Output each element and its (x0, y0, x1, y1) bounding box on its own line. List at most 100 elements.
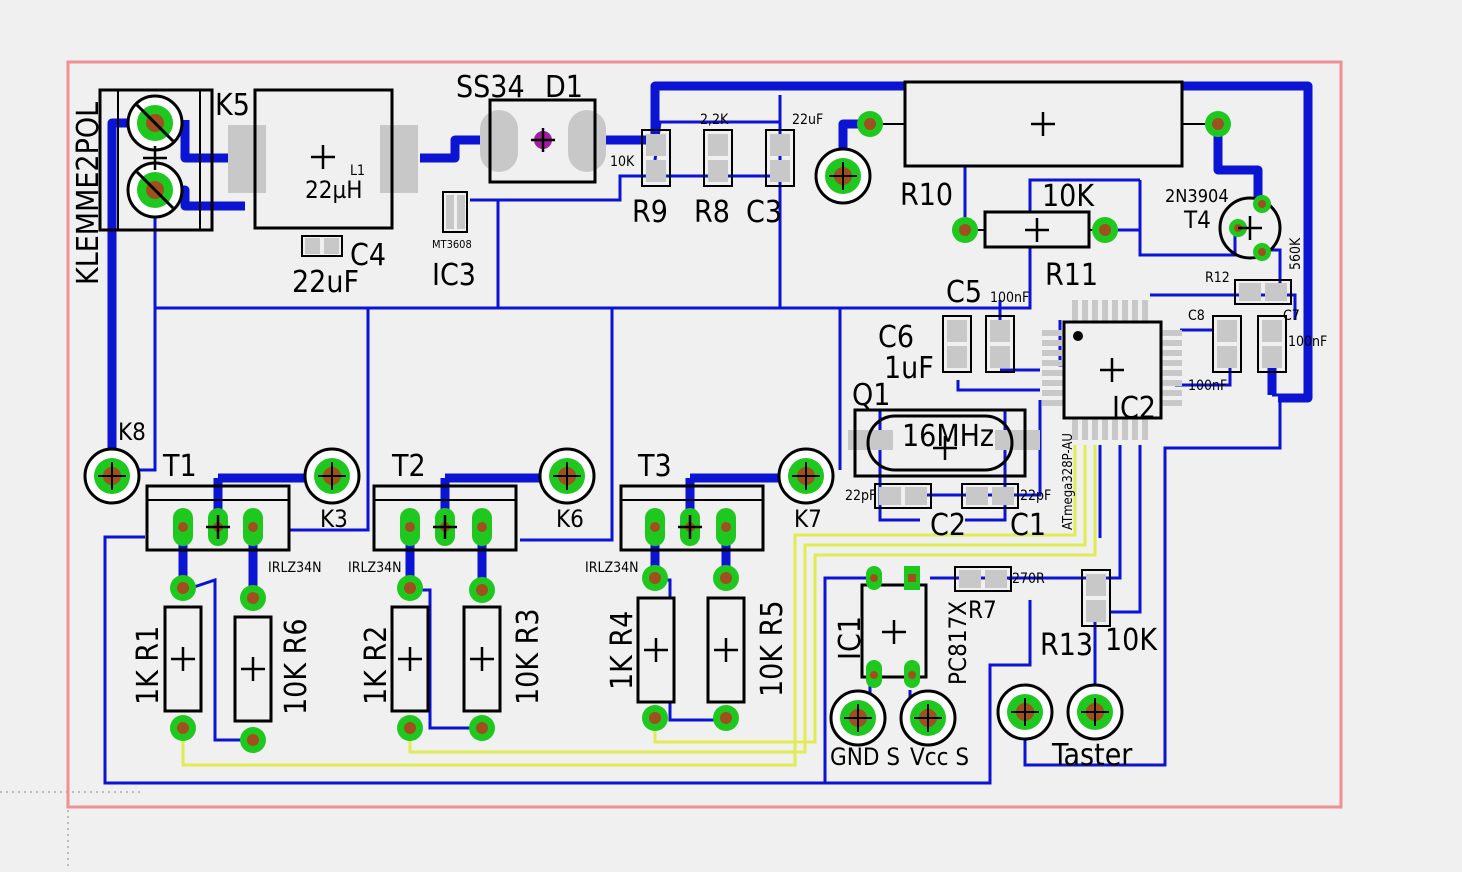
c2-value: 22pF (845, 488, 876, 504)
smd-r9 (641, 129, 671, 187)
r7-name: R7 (968, 596, 997, 624)
mosfet-t1 (145, 484, 291, 552)
smd-r8 (703, 129, 733, 187)
klemme-label: KLEMME2POL (71, 102, 106, 285)
d1-part: SS34 (456, 70, 525, 105)
k5-label: K5 (215, 88, 250, 123)
r3-label: 10K R3 (511, 608, 546, 705)
inductor-l1 (228, 88, 418, 230)
c8-value: 100nF (1188, 378, 1227, 394)
t1-part: IRLZ34N (268, 560, 322, 576)
t4-name: T4 (1183, 206, 1211, 234)
k3-label: K3 (320, 505, 348, 533)
jumper-wires (181, 445, 1097, 767)
ic1-optocoupler (860, 566, 928, 688)
q1-name: Q1 (852, 378, 890, 413)
r7-value: 270R (1012, 571, 1045, 587)
r13-name: R13 (1040, 628, 1093, 663)
t4-part: 2N3904 (1165, 186, 1229, 207)
c4-value: 22uF (292, 265, 359, 300)
diode-d1 (480, 98, 606, 184)
r11-name: R11 (1045, 258, 1098, 293)
t1-label: T1 (162, 449, 197, 484)
k7-label: K7 (794, 505, 822, 533)
pad-k8 (83, 447, 141, 505)
ic3-regulator (442, 191, 468, 233)
t2-part: IRLZ34N (348, 560, 402, 576)
pad-k3 (303, 447, 361, 505)
pad-vcc-s (899, 689, 957, 747)
ic2-microcontroller (1042, 300, 1182, 440)
pad-gnd-s (829, 689, 887, 747)
r9-value: 10K (610, 154, 635, 170)
t3-part: IRLZ34N (585, 560, 639, 576)
r1-label: 1K R1 (131, 626, 166, 705)
d1-name: D1 (545, 70, 583, 105)
gnd-s-label: GND S (830, 743, 900, 771)
c3-name: C3 (746, 195, 782, 230)
c6-value: 1uF (884, 351, 934, 386)
smd-c7 (1257, 315, 1287, 373)
pad-taster-1 (996, 683, 1054, 741)
board-outline (66, 60, 1343, 809)
resistor-r5 (706, 565, 746, 731)
smd-c3 (765, 129, 795, 187)
q1-value: 16MHz (902, 419, 994, 454)
r6-label: 10K R6 (279, 618, 314, 715)
mosfet-t2 (372, 484, 518, 552)
c6-name: C6 (878, 320, 914, 355)
c8-name: C8 (1188, 308, 1205, 324)
pad-taster-2 (1066, 683, 1124, 741)
smd-c1 (961, 483, 1019, 509)
r8-name: R8 (694, 195, 730, 230)
resistor-r6 (233, 585, 273, 753)
r12-name: R12 (1205, 270, 1230, 286)
vcc-s-label: Vcc S (910, 743, 969, 771)
pad-k7 (777, 447, 835, 505)
c7-value: 100nF (1288, 334, 1327, 350)
smd-r12 (1234, 279, 1292, 305)
pad-k6 (538, 447, 596, 505)
transistor-t4 (1218, 195, 1282, 261)
taster-label: Taster (1051, 738, 1133, 773)
smd-c5 (985, 315, 1015, 373)
resistor-r4 (636, 565, 676, 731)
resistor-r11 (952, 210, 1118, 249)
smd-c8 (1212, 315, 1242, 373)
smd-r7 (954, 566, 1012, 592)
k8-label: K8 (118, 418, 146, 446)
resistor-r1 (163, 575, 203, 741)
c2-name: C2 (930, 508, 966, 543)
r10-name: R10 (900, 178, 953, 213)
l1-name: L1 (350, 163, 365, 179)
smd-c6 (942, 315, 972, 373)
smd-r13 (1081, 569, 1111, 627)
capacitor-c4 (301, 235, 343, 257)
c3-value: 22uF (792, 112, 823, 128)
r11-value: 10K (1042, 179, 1095, 214)
ic1-part: PC817X (944, 601, 972, 685)
l1-value: 22µH (305, 176, 362, 204)
c1-name: C1 (1010, 508, 1046, 543)
r12-value: 560K (1288, 237, 1304, 270)
r8-value: 2,2K (700, 112, 729, 128)
ic2-part: ATmega328P-AU (1061, 433, 1076, 530)
terminal-block-k5 (98, 88, 214, 232)
c5-name: C5 (946, 275, 982, 310)
resistor-r3 (462, 577, 502, 741)
smd-c2 (874, 483, 932, 509)
c4-name: C4 (350, 238, 386, 273)
mosfet-t3 (619, 484, 765, 552)
ic2-name: IC2 (1112, 391, 1156, 426)
resistor-r10 (857, 80, 1231, 168)
crystal-q1 (848, 408, 1040, 478)
c5-value: 100nF (990, 290, 1029, 306)
ic3-name: IC3 (432, 258, 476, 293)
r9-name: R9 (632, 195, 668, 230)
c1-value: 22pF (1020, 488, 1051, 504)
resistor-r2 (390, 575, 430, 741)
r2-label: 1K R2 (359, 626, 394, 705)
k6-label: K6 (556, 505, 584, 533)
r5-label: 10K R5 (755, 600, 790, 697)
